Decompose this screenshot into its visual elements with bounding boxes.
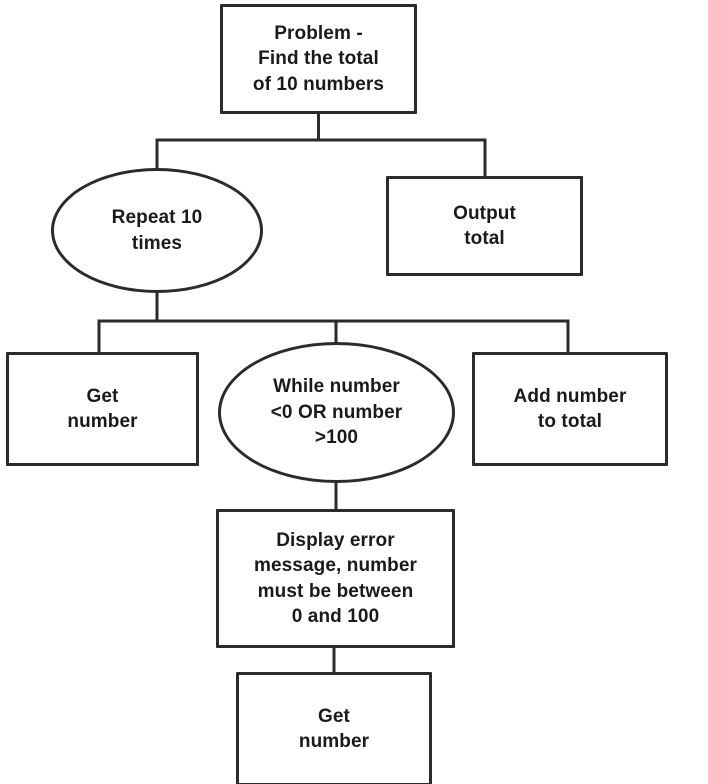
- node-display-error-message-label: Display error message, number must be be…: [253, 529, 418, 627]
- node-get-number-first[interactable]: Get number: [6, 352, 199, 466]
- node-get-number-second-label: Get number: [298, 705, 370, 752]
- node-while-number-condition-label: While number <0 OR number >100: [270, 376, 403, 449]
- node-add-number-to-total[interactable]: Add number to total: [472, 352, 668, 466]
- node-problem[interactable]: Problem - Find the total of 10 numbers: [220, 4, 417, 114]
- node-get-number-first-label: Get number: [67, 385, 138, 432]
- node-problem-label: Problem - Find the total of 10 numbers: [252, 22, 385, 95]
- node-add-number-to-total-label: Add number to total: [513, 385, 627, 432]
- node-output-total-label: Output total: [453, 202, 516, 249]
- node-repeat-10-times[interactable]: Repeat 10 times: [51, 168, 263, 293]
- node-output-total[interactable]: Output total: [386, 176, 583, 276]
- node-while-number-condition[interactable]: While number <0 OR number >100: [218, 342, 455, 483]
- node-display-error-message[interactable]: Display error message, number must be be…: [216, 509, 455, 648]
- node-repeat-10-times-label: Repeat 10 times: [111, 207, 203, 254]
- node-get-number-second[interactable]: Get number: [236, 672, 432, 784]
